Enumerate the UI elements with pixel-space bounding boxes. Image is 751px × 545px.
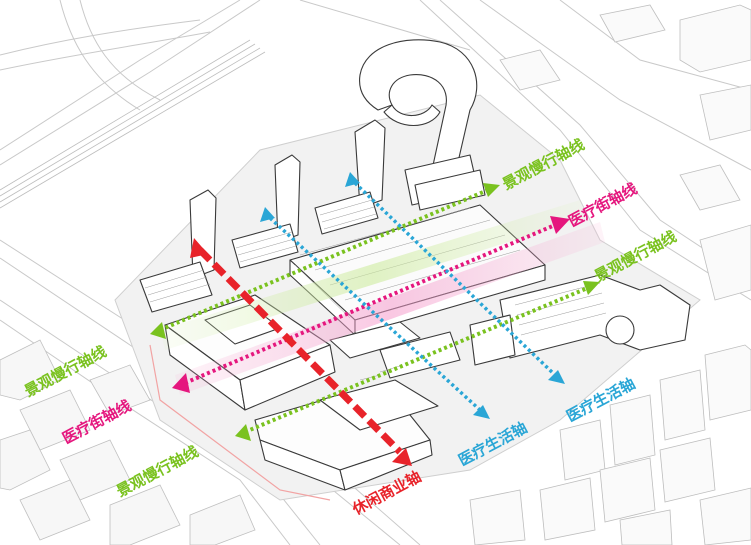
- leisure-commerce-axis-arrow: [190, 238, 412, 466]
- medical-life-axis-heads: [260, 172, 565, 419]
- medical-street-axis-arrow: [184, 223, 556, 385]
- landscape-axis-arrow-middle: [244, 285, 591, 434]
- medical-life-axis-arrows: [268, 181, 557, 412]
- landscape-axis-arrows: [159, 188, 591, 434]
- medical-street-axis-heads: [172, 216, 570, 393]
- landscape-axis-heads: [150, 183, 600, 441]
